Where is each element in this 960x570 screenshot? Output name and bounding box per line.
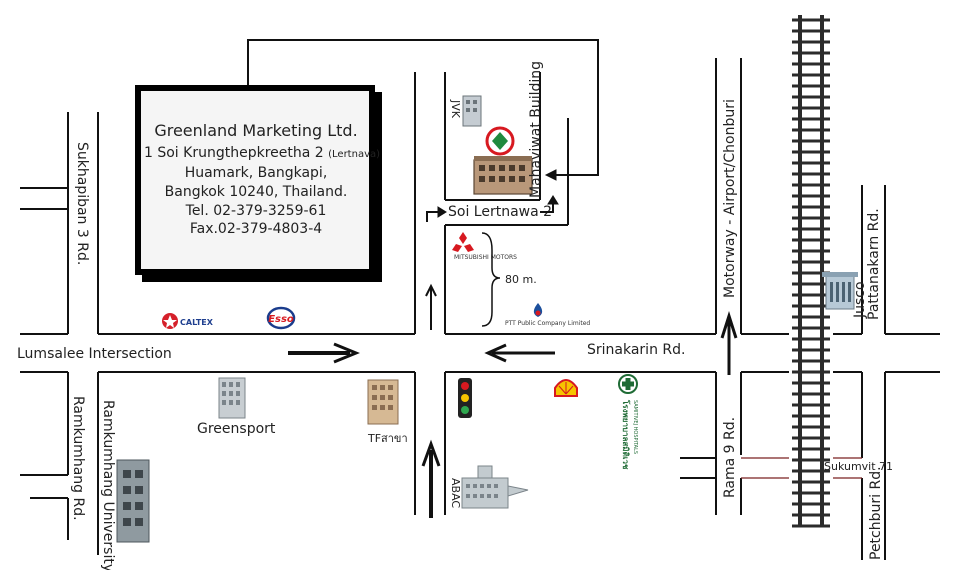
caltex-logo-icon	[162, 313, 178, 329]
company-address-3: Bangkok 10240, Thailand.	[165, 184, 348, 200]
mitsubishi-logo-icon	[452, 232, 474, 252]
samitivej-thai-label: โรงพยาบาลสมิติเวช	[621, 399, 631, 470]
caltex-label: CALTEX	[180, 318, 214, 327]
distance-brace-icon	[481, 232, 501, 327]
arrow-right-icon	[288, 342, 360, 364]
ramkumhang-building-icon	[116, 459, 150, 543]
company-fax: Fax.02-379-4803-4	[190, 221, 322, 237]
ptt-logo-icon	[533, 303, 543, 317]
ramkumhang-university-label: Ramkumhang University	[100, 400, 116, 570]
company-info-box: Greenland Marketing Ltd. 1 Soi Krungthep…	[135, 85, 382, 282]
company-address-1: 1 Soi Krungthepkreetha 2 (Lertnava)	[144, 145, 380, 161]
shell-logo-icon	[554, 379, 578, 397]
tf-label: TFสาขา	[367, 432, 408, 445]
arrow-up-small-icon	[425, 283, 437, 330]
abac-building-icon	[461, 465, 529, 509]
esso-logo-icon	[266, 306, 296, 330]
soi-turn-arrow-icon	[426, 206, 447, 222]
road-network	[20, 39, 940, 560]
company-tel: Tel. 02-379-3259-61	[185, 203, 327, 219]
pattanakarn-label: Pattanakarn Rd.	[866, 208, 882, 320]
mahaviwat-building-icon	[473, 156, 533, 195]
soi-lertnawa-label: Soi Lertnawa 2	[448, 204, 552, 220]
jusco-label: Jusco	[852, 281, 868, 319]
jvk-building-icon	[462, 95, 482, 127]
distance-label: 80 m.	[505, 273, 537, 286]
rama9-label: Rama 9 Rd.	[722, 417, 738, 498]
greensport-label: Greensport	[197, 421, 276, 437]
direction-arrows	[288, 169, 738, 518]
arrow-up-motorway-icon	[720, 311, 738, 375]
srinakarin-label: Srinakarin Rd.	[587, 342, 685, 358]
mahaviwat-label: Mahaviwat Building	[528, 61, 544, 198]
company-name: Greenland Marketing Ltd.	[154, 121, 357, 140]
samitivej-label: SAMITIVEJ HOSPITALS	[632, 400, 638, 454]
jvk-label: JVK	[449, 99, 462, 119]
arrow-left-icon	[484, 343, 555, 363]
pointer-arrow-icon	[544, 169, 557, 181]
esso-label: Esso	[268, 314, 294, 325]
greensport-building-icon	[218, 377, 246, 419]
soi-end-arrow-icon	[540, 195, 559, 213]
pointer-line	[247, 39, 599, 176]
company-address-2: Huamark, Bangkapi,	[185, 165, 328, 181]
traffic-light-icon	[458, 378, 472, 418]
green-logo-icon	[485, 126, 515, 156]
abac-label: ABAC	[449, 478, 462, 508]
arrow-up-icon	[421, 439, 441, 518]
tf-building-icon	[367, 379, 399, 425]
lumsalee-label: Lumsalee Intersection	[17, 346, 172, 362]
sukhapiban-label: Sukhapiban 3 Rd.	[74, 142, 90, 265]
jusco-building-icon	[822, 272, 858, 310]
mitsubishi-label: MITSUBISHI MOTORS	[454, 254, 517, 261]
petchburi-label: Petchburi Rd.	[868, 466, 884, 560]
hospital-cross-icon	[618, 374, 638, 394]
railway	[789, 15, 833, 528]
sukumvit71-label: Sukumvit 71	[824, 460, 893, 473]
motorway-label: Motorway - Airport/Chonburi	[722, 99, 738, 298]
ptt-label: PTT Public Company Limited	[505, 320, 590, 327]
ramkumhang-road-label: Ramkumhang Rd.	[70, 396, 86, 521]
